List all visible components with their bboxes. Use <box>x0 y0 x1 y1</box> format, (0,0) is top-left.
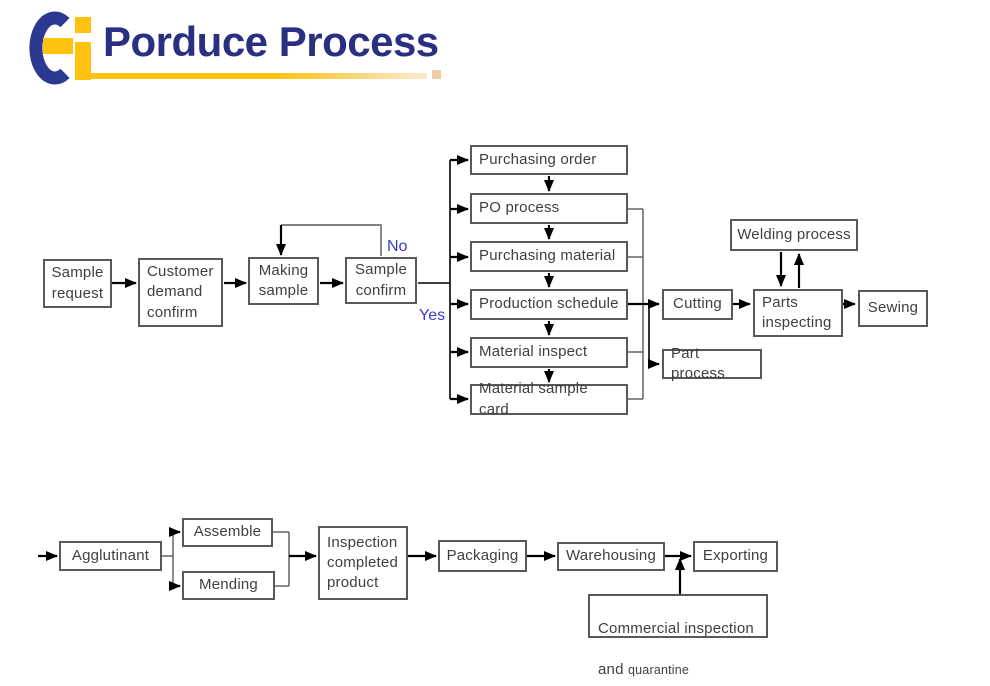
node-po-process: PO process <box>470 193 628 224</box>
decision-label-no: No <box>387 238 408 255</box>
node-inspection-completed-product: Inspection completed product <box>318 526 408 600</box>
node-sewing: Sewing <box>858 290 928 327</box>
node-warehousing: Warehousing <box>557 542 665 571</box>
node-agglutinant: Agglutinant <box>59 541 162 571</box>
node-material-sample-card: Material sample card <box>470 380 628 418</box>
node-purchasing-order: Purchasing order <box>470 145 628 175</box>
node-cutting: Cutting <box>662 289 733 320</box>
node-sample-confirm: Sample confirm <box>345 257 417 304</box>
company-logo-icon <box>29 11 91 85</box>
node-material-inspect: Material inspect <box>470 337 628 368</box>
node-commercial-inspection: Commercial inspection and quarantine <box>588 594 768 678</box>
commercial-inspection-line1: Commercial inspection <box>598 620 754 638</box>
title-underline <box>87 73 427 79</box>
node-assemble: Assemble <box>182 518 273 547</box>
page-title: Porduce Process <box>103 18 439 65</box>
node-mending: Mending <box>182 571 275 600</box>
commercial-inspection-line2: and quarantine <box>598 660 690 678</box>
node-purchasing-material: Purchasing material <box>470 241 628 272</box>
node-packaging: Packaging <box>438 540 527 572</box>
node-welding-process: Welding process <box>730 219 858 251</box>
node-production-schedule: Production schedule <box>470 289 628 320</box>
node-making-sample: Making sample <box>248 257 319 305</box>
node-exporting: Exporting <box>693 541 778 572</box>
decision-label-yes: Yes <box>419 307 446 324</box>
title-underline-cap <box>432 70 441 79</box>
node-parts-inspecting: Parts inspecting <box>753 289 843 337</box>
node-customer-demand-confirm: Customer demand confirm <box>138 258 223 327</box>
node-part-process: Part process <box>662 345 762 382</box>
node-sample-request: Sample request <box>43 259 112 308</box>
